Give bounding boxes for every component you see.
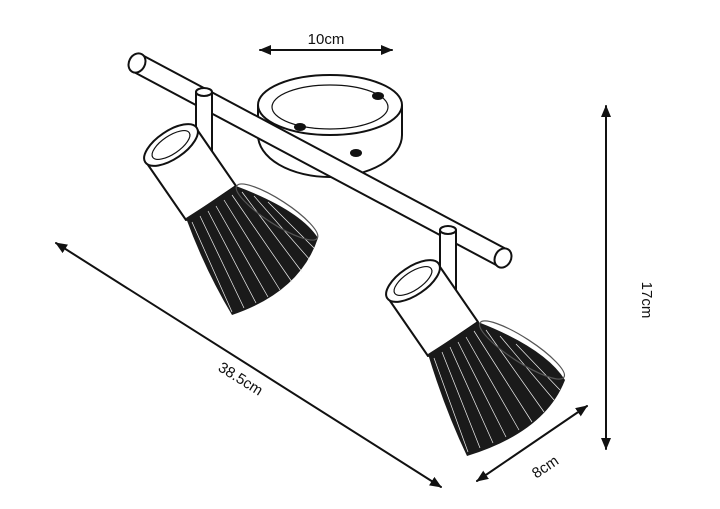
dimension-height: 17cm — [601, 105, 655, 450]
dimension-canopy-width: 10cm — [259, 31, 393, 55]
shade-diameter-label: 8cm — [529, 452, 562, 482]
total-length-arrow — [55, 242, 442, 488]
mounting-bar — [127, 52, 513, 269]
total-length-label: 38.5cm — [215, 359, 266, 399]
ceiling-canopy — [257, 74, 403, 178]
right-shade-ribs — [433, 329, 561, 453]
shade-diameter-arrow — [476, 405, 588, 482]
canopy-width-label: 10cm — [308, 31, 345, 48]
spotlight-right — [385, 225, 566, 456]
height-label: 17cm — [638, 282, 655, 319]
